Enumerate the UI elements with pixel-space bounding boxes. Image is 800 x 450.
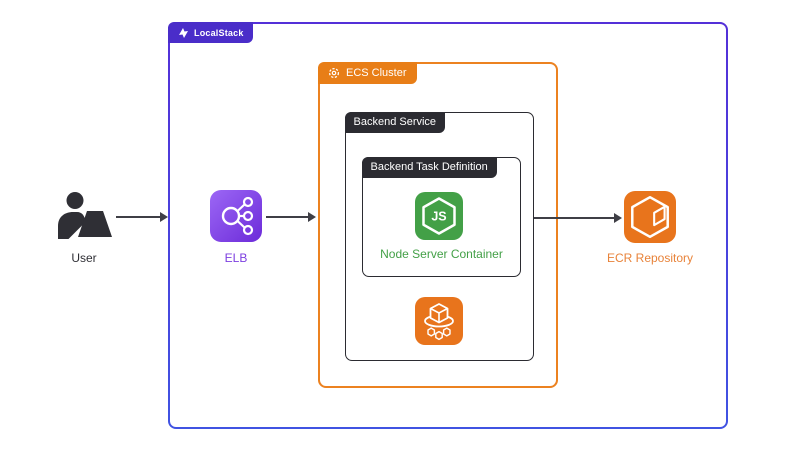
- ecr-cube-icon: [631, 195, 669, 239]
- elb-node: [210, 190, 262, 242]
- arrow-line: [266, 216, 308, 218]
- ecs-service-node: [415, 297, 463, 345]
- backend-task-definition-badge: Backend Task Definition: [361, 156, 497, 178]
- user-label: User: [71, 251, 97, 265]
- cluster-ring-icon: [328, 67, 340, 79]
- ecs-cube-on-ring-icon: [424, 303, 454, 341]
- ecr-repository-label: ECR Repository: [606, 251, 694, 265]
- backend-task-definition-badge-label: Backend Task Definition: [370, 161, 488, 173]
- arrow-line: [534, 217, 614, 219]
- node-server-node: JS: [415, 192, 463, 240]
- arrow-line: [116, 216, 160, 218]
- backend-service-badge: Backend Service: [344, 111, 446, 133]
- svg-text:JS: JS: [431, 210, 446, 224]
- localstack-logo-icon: [179, 27, 188, 38]
- ecs-cluster-badge-label: ECS Cluster: [346, 67, 407, 79]
- ecs-cluster-badge: ECS Cluster: [318, 62, 417, 84]
- arrow-head: [308, 212, 316, 222]
- localstack-badge: LocalStack: [168, 22, 253, 43]
- ecr-repository-node: [624, 191, 676, 243]
- arrow-head: [160, 212, 168, 222]
- user-at-laptop-icon: [58, 192, 112, 239]
- elb-label: ELB: [224, 251, 248, 265]
- arrow-head: [614, 213, 622, 223]
- load-balancer-icon: [221, 196, 254, 236]
- nodejs-hexagon-icon: JS: [422, 197, 456, 235]
- backend-service-badge-label: Backend Service: [353, 116, 437, 128]
- localstack-badge-label: LocalStack: [194, 27, 244, 38]
- node-server-label: Node Server Container: [380, 247, 503, 261]
